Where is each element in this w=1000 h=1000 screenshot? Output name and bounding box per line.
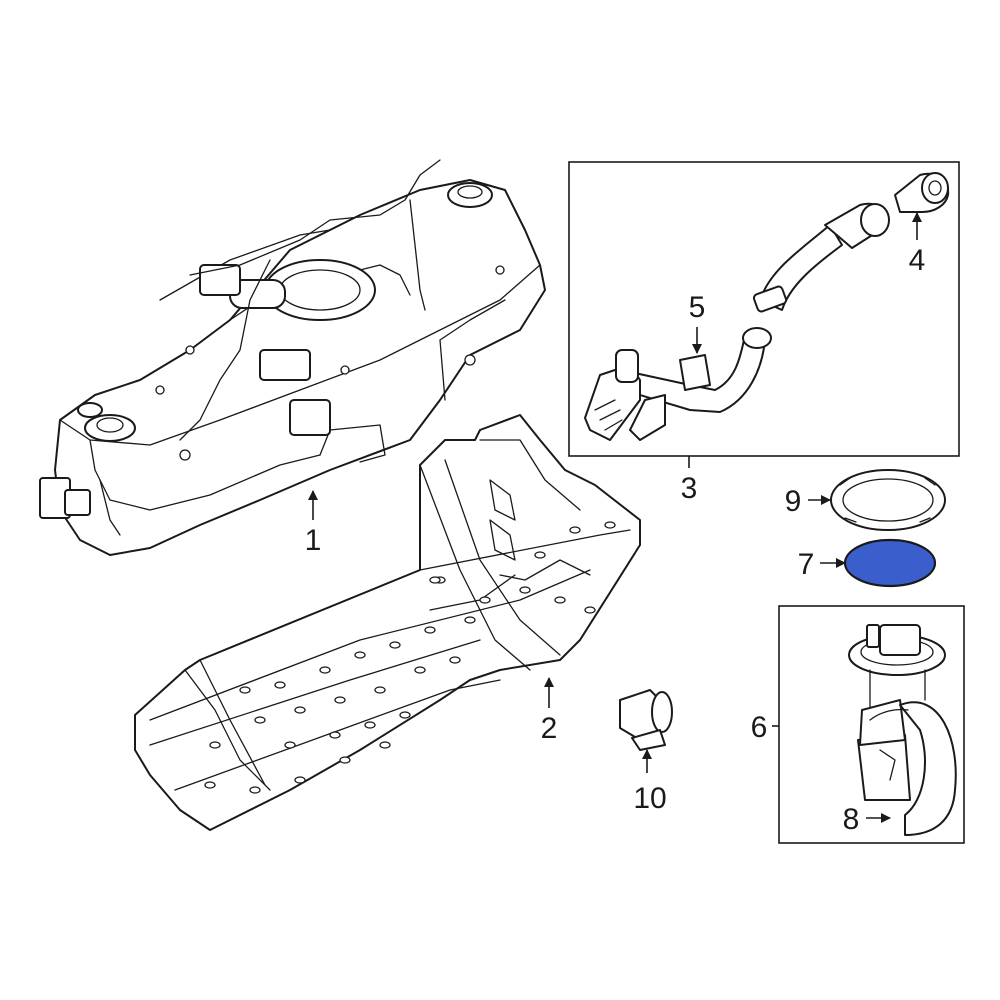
filler-pipe-assembly-box (568, 161, 960, 457)
sensor-clip[interactable] (619, 689, 673, 751)
callout-9: 9 (785, 485, 802, 518)
callout-4: 4 (909, 244, 926, 277)
fuel-pump-module[interactable] (848, 624, 957, 836)
callout-3: 3 (681, 472, 698, 505)
callout-6: 6 (751, 711, 768, 744)
callout-1: 1 (305, 524, 322, 557)
filler-pipe[interactable] (584, 202, 890, 441)
skid-plate[interactable] (134, 414, 641, 831)
callout-8: 8 (843, 803, 860, 836)
fuel-filler-housing[interactable] (894, 172, 950, 213)
seal-highlight (843, 538, 937, 588)
callout-7: 7 (798, 548, 815, 581)
lock-ring[interactable] (830, 469, 946, 531)
skid-plate-holes (204, 521, 616, 794)
callout-2: 2 (541, 712, 558, 745)
callout-5: 5 (689, 291, 706, 324)
callout-10: 10 (633, 782, 666, 815)
fuel-pump-module-box (778, 605, 965, 844)
fuel-tank[interactable] (39, 159, 546, 556)
fuel-pump-seal[interactable] (843, 538, 937, 588)
